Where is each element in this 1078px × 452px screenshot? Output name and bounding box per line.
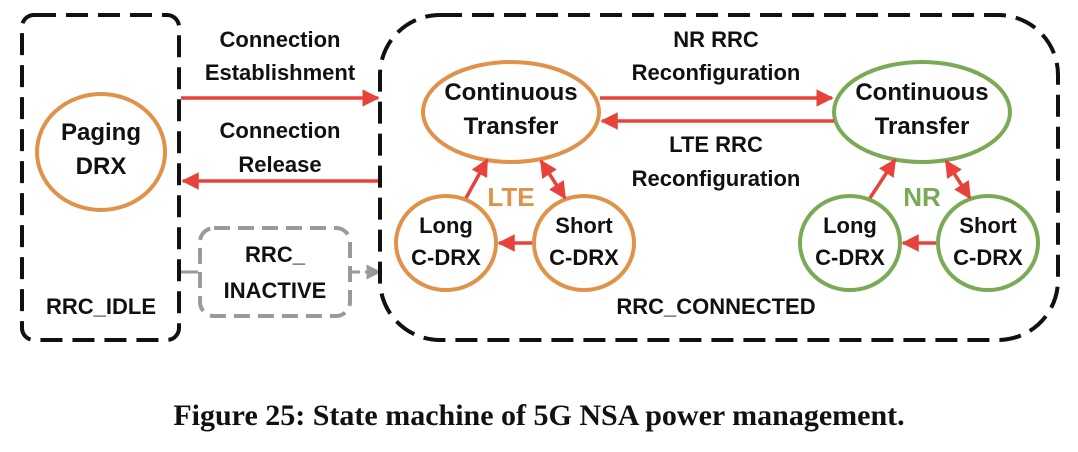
lte-continuous-short-arrow: [539, 159, 567, 200]
nr-reconfig-label-1: NR RRC: [673, 27, 759, 52]
rrc-connected-box: [378, 13, 1060, 342]
nr-continuous-short-arrow: [944, 159, 972, 200]
lte-continuous-transfer-state: [421, 60, 601, 164]
lte-long-label-2: C-DRX: [411, 245, 481, 270]
nr-long-label-1: Long: [823, 213, 877, 238]
lte-short-cdrx-state: [532, 194, 636, 292]
lte-long-to-continuous-arrow: [464, 158, 489, 199]
lte-short-label-2: C-DRX: [549, 245, 619, 270]
nr-continuous-label-2: Transfer: [875, 113, 970, 140]
lte-continuous-label-1: Continuous: [444, 79, 577, 106]
rrc-idle-label: RRC_IDLE: [46, 294, 156, 319]
nr-short-cdrx-state: [936, 194, 1040, 292]
nr-short-label-2: C-DRX: [953, 245, 1023, 270]
rrc-inactive-label-2: INACTIVE: [224, 278, 327, 303]
nr-continuous-transfer-state: [832, 60, 1012, 164]
rrc-connected-label: RRC_CONNECTED: [616, 294, 815, 319]
lte-long-cdrx-state: [394, 194, 498, 292]
establishment-label-2: Establishment: [205, 60, 356, 85]
lte-reconfig-label-2: Reconfiguration: [632, 166, 801, 191]
paging-drx-label-2: DRX: [76, 153, 127, 180]
nr-long-cdrx-state: [798, 194, 902, 292]
lte-short-label-1: Short: [555, 213, 613, 238]
release-label-2: Release: [238, 152, 321, 177]
lte-reconfig-label-1: LTE RRC: [669, 132, 763, 157]
nr-tag: NR: [903, 182, 941, 212]
paging-drx-state: [35, 92, 167, 212]
rrc-inactive-label-1: RRC_: [245, 242, 306, 267]
paging-drx-label-1: Paging: [61, 119, 141, 146]
nr-continuous-label-1: Continuous: [855, 79, 988, 106]
rrc-inactive-box: [198, 226, 352, 318]
nr-reconfig-label-2: Reconfiguration: [632, 60, 801, 85]
release-label-1: Connection: [220, 118, 341, 143]
lte-continuous-label-2: Transfer: [464, 113, 559, 140]
figure-caption: Figure 25: State machine of 5G NSA power…: [173, 399, 904, 432]
rrc-idle-box: [20, 13, 181, 342]
nr-long-label-2: C-DRX: [815, 245, 885, 270]
establishment-label-1: Connection: [220, 27, 341, 52]
lte-tag: LTE: [487, 182, 534, 212]
lte-long-label-1: Long: [419, 213, 473, 238]
nr-short-label-1: Short: [959, 213, 1017, 238]
nr-long-to-continuous-arrow: [868, 158, 897, 199]
